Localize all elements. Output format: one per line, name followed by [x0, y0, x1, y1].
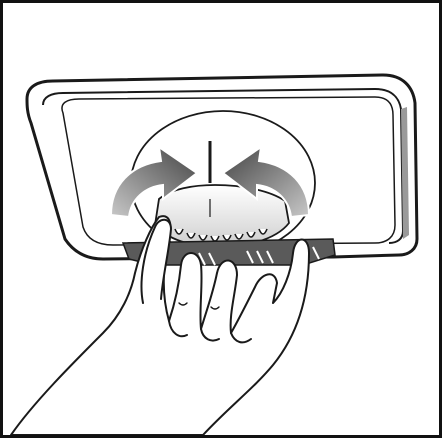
installation-diagram: [3, 3, 439, 435]
lens-bowl: [155, 185, 289, 247]
light-fixture-icon: [27, 75, 417, 265]
